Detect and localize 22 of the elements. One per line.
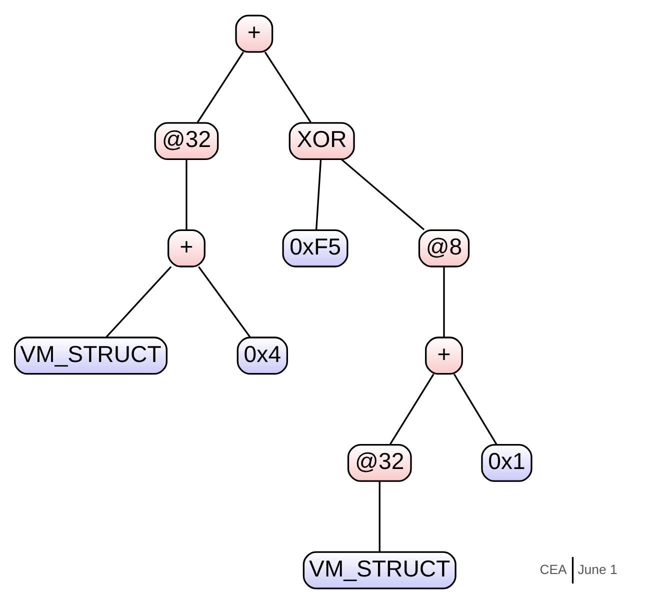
node-box: @32 <box>347 443 412 482</box>
connector <box>443 266 445 336</box>
node-box: VM_STRUCT <box>14 336 168 374</box>
connector <box>316 158 322 230</box>
connector <box>198 266 251 337</box>
node-box: @8 <box>418 228 470 267</box>
label: CEA <box>540 562 567 577</box>
node-box: 0x4 <box>236 336 288 374</box>
connector <box>106 266 172 338</box>
node-box: 0x1 <box>481 443 532 482</box>
node-box: 0xF5 <box>282 228 348 267</box>
connector <box>378 480 380 552</box>
connector <box>264 51 312 122</box>
connector <box>389 373 434 444</box>
node-box: XOR <box>288 122 355 160</box>
connector <box>453 373 498 444</box>
connector <box>196 51 244 122</box>
node-box: @32 <box>154 122 219 160</box>
connector <box>186 158 188 230</box>
node-box: VM_STRUCT <box>302 550 456 589</box>
connector <box>340 158 425 230</box>
label: June 1 <box>578 562 618 577</box>
